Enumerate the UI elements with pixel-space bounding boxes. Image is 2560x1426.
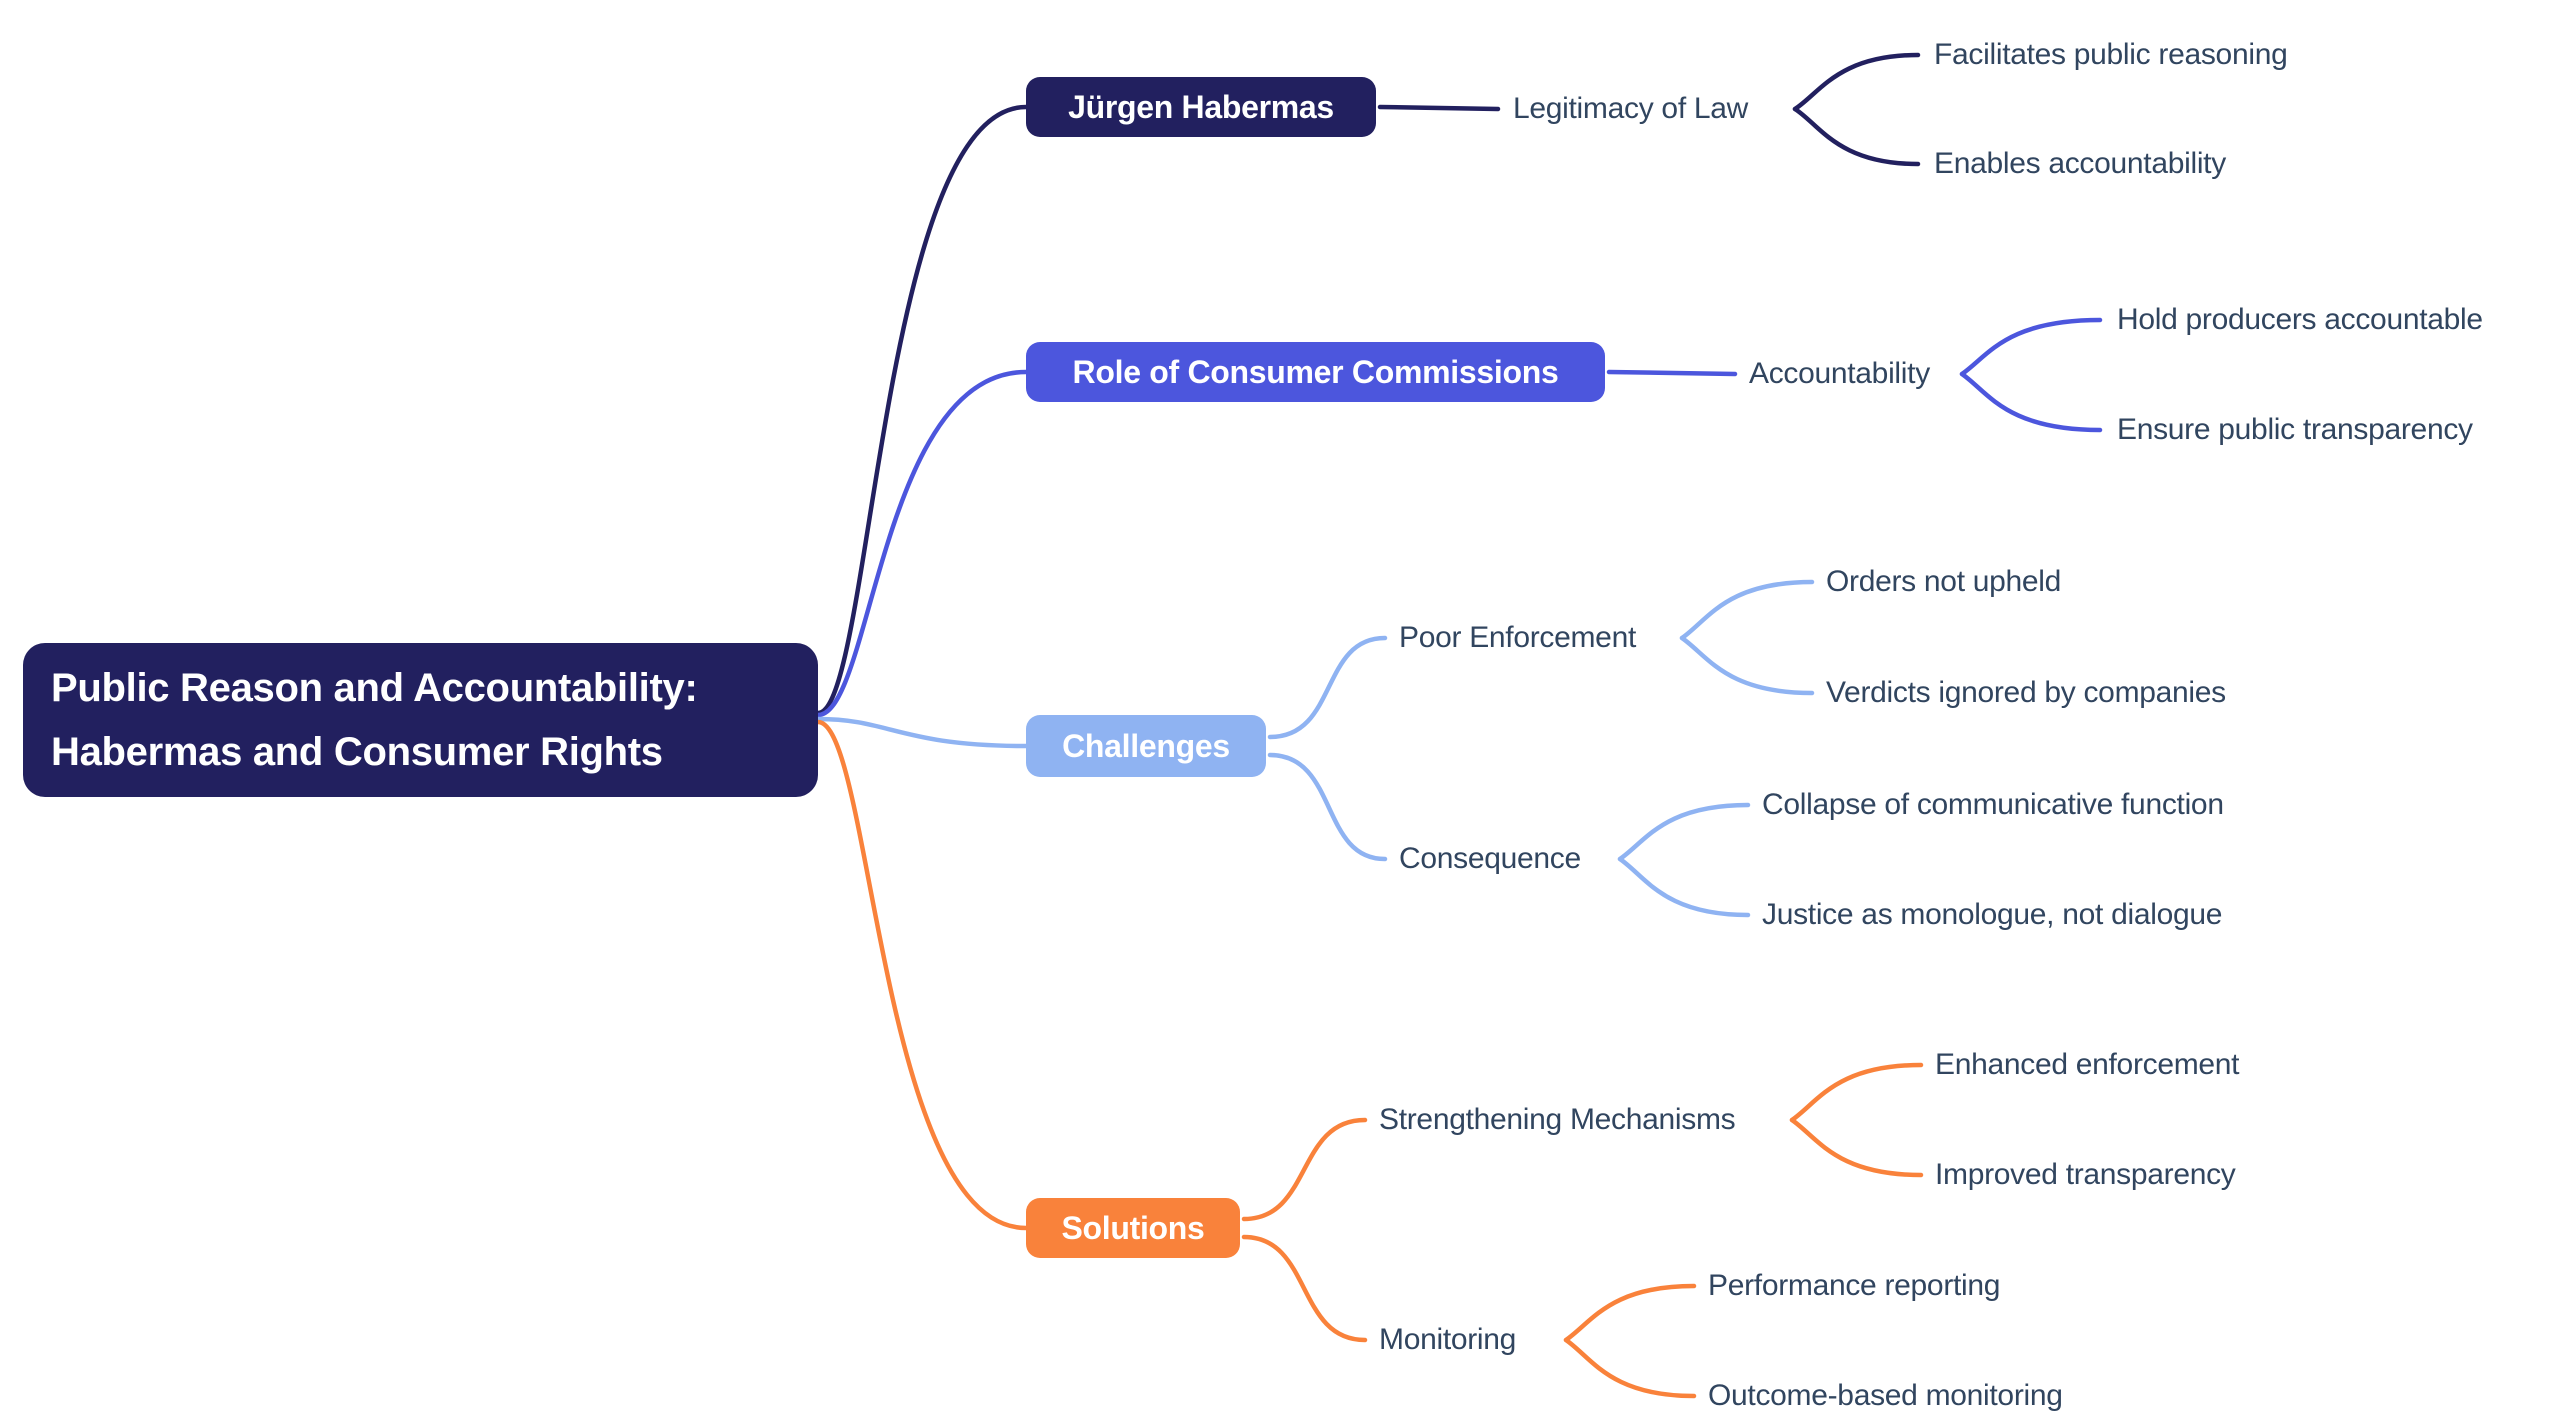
edge-strengthening-to-enhanced [1789, 1062, 1924, 1123]
label-monitoring: Monitoring [1379, 1323, 1517, 1356]
edge-strengthening-to-improved [1789, 1117, 1924, 1178]
edge-accountability-to-ensure [1959, 371, 2103, 433]
edge-solutions-to-strengthening [1241, 1117, 1368, 1222]
edge-legitimacy-to-enables [1792, 106, 1921, 167]
label-consequence: Consequence [1399, 842, 1581, 875]
leaf-verdicts-ignored-by-companies: Verdicts ignored by companies [1826, 676, 2226, 709]
root-node: Public Reason and Accountability: Haberm… [23, 643, 818, 797]
leaf-hold-producers-accountable: Hold producers accountable [2117, 303, 2483, 336]
root-node-label-line2: Habermas and Consumer Rights [51, 730, 663, 774]
leaf-justice-as-monologue: Justice as monologue, not dialogue [1762, 898, 2223, 931]
leaf-facilitates-public-reasoning: Facilitates public reasoning [1934, 38, 2288, 71]
edge-habermas-to-legitimacy [1377, 104, 1501, 112]
edge-poor-enforcement-to-orders [1679, 579, 1815, 641]
leaf-outcome-based-monitoring: Outcome-based monitoring [1708, 1379, 2063, 1412]
edge-accountability-to-hold [1959, 317, 2103, 377]
branch-node-challenges: Challenges [1026, 715, 1266, 777]
root-node-label-line1: Public Reason and Accountability: [51, 666, 698, 710]
leaf-collapse-of-communicative-function: Collapse of communicative function [1762, 788, 2224, 821]
leaf-orders-not-upheld: Orders not upheld [1826, 565, 2062, 598]
leaf-performance-reporting: Performance reporting [1708, 1269, 2001, 1302]
edge-challenges-to-poor-enforcement [1267, 635, 1388, 740]
leaf-enables-accountability: Enables accountability [1934, 147, 2226, 180]
edge-monitoring-to-outcome [1563, 1337, 1697, 1399]
leaf-enhanced-enforcement: Enhanced enforcement [1935, 1048, 2240, 1081]
edge-consequence-to-justice [1617, 856, 1751, 918]
edge-legitimacy-to-facilitates [1792, 52, 1921, 112]
edge-root-to-habermas [815, 104, 1029, 716]
edge-consequence-to-collapse [1617, 802, 1751, 862]
branch-node-habermas: Jürgen Habermas [1026, 77, 1376, 137]
label-strengthening-mechanisms: Strengthening Mechanisms [1379, 1103, 1736, 1136]
branch-node-role-label: Role of Consumer Commissions [1072, 353, 1559, 390]
branch-node-role-of-consumer-commissions: Role of Consumer Commissions [1026, 342, 1605, 402]
edge-poor-enforcement-to-verdicts [1679, 635, 1815, 696]
branch-node-solutions: Solutions [1026, 1198, 1240, 1258]
leaf-ensure-public-transparency: Ensure public transparency [2117, 413, 2473, 446]
leaf-improved-transparency: Improved transparency [1935, 1158, 2236, 1191]
edge-solutions-to-monitoring [1241, 1234, 1368, 1343]
edge-monitoring-to-performance [1563, 1283, 1697, 1343]
edge-root-to-role [815, 369, 1029, 718]
label-accountability: Accountability [1749, 357, 1930, 390]
branch-node-habermas-label: Jürgen Habermas [1068, 88, 1334, 125]
label-legitimacy-of-law: Legitimacy of Law [1513, 92, 1749, 125]
edge-root-to-challenges [815, 716, 1029, 749]
edge-role-to-accountability [1606, 369, 1738, 377]
branch-node-challenges-label: Challenges [1062, 727, 1230, 764]
edge-challenges-to-consequence [1267, 752, 1388, 862]
label-poor-enforcement: Poor Enforcement [1399, 621, 1636, 654]
branch-node-solutions-label: Solutions [1061, 1209, 1205, 1246]
edge-root-to-solutions [815, 719, 1029, 1231]
